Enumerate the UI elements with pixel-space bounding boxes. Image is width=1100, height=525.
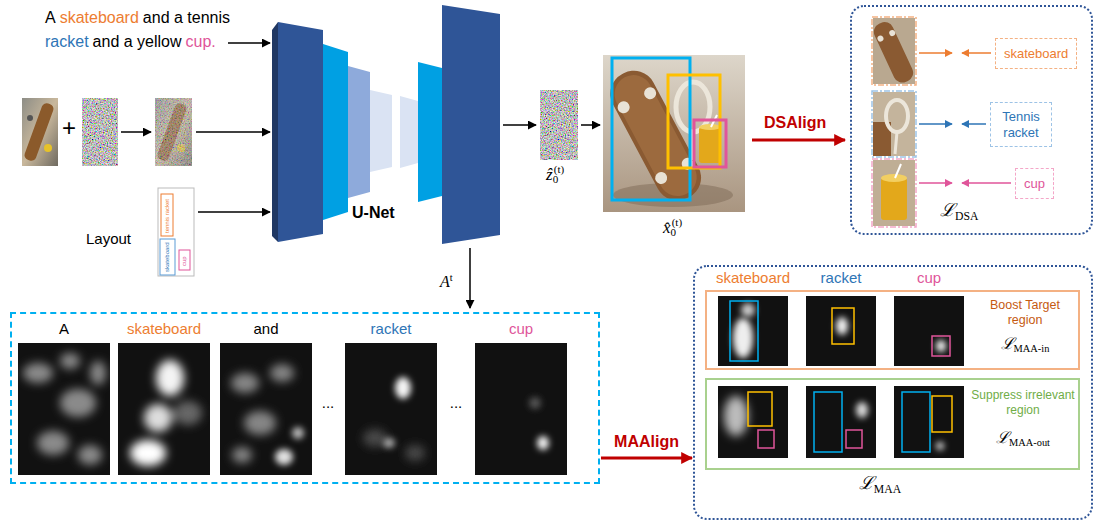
- prompt-word: and a yellow: [93, 33, 182, 50]
- box-text: skateboard: [1004, 46, 1068, 62]
- math-symbol: A: [440, 273, 450, 290]
- loss-symbol: ℒ: [859, 473, 874, 493]
- math-symbol: t: [450, 272, 453, 283]
- dsa-panel: ℒDSA skateboardTennis racket cup: [850, 5, 1093, 235]
- loss-symbol: MAA: [874, 483, 901, 496]
- layout-box-label-group: skateboard: [164, 242, 171, 272]
- loss-symbol-group: ℒMAA: [859, 473, 901, 497]
- align-arrow: [601, 457, 692, 460]
- column-header: cup: [917, 269, 941, 286]
- box-text: Tennis racket: [999, 109, 1043, 141]
- ellipsis: ...: [450, 394, 463, 411]
- token-label-group: A: [59, 320, 69, 338]
- loss-symbol: ℒ: [940, 200, 955, 220]
- box-caption: Boost Target region: [990, 298, 1060, 327]
- token-label: A: [59, 320, 69, 337]
- token-label: cup: [509, 320, 533, 337]
- prompt-word: skateboard: [60, 9, 139, 26]
- loss-symbol: MAA-out: [1009, 437, 1050, 448]
- network-label: U-Net: [352, 204, 395, 221]
- suppress-box: Suppress irrelevant regionℒMAA-out: [705, 378, 1080, 470]
- layout-label: Layout: [86, 230, 131, 247]
- math-symbol: (t): [554, 163, 564, 175]
- column-header-group: skateboard: [716, 269, 790, 287]
- step-label: DSAlign: [764, 114, 826, 131]
- box-caption: Suppress irrelevant region: [971, 388, 1074, 417]
- math-symbol-group: ẑ0(t): [546, 163, 564, 186]
- prompt-word: racket: [45, 33, 89, 50]
- network-label-group: U-Net: [352, 203, 395, 222]
- attention-strip: Askateboard and... racket... cup: [10, 312, 600, 484]
- ellipsis-group: ...: [322, 394, 335, 412]
- math-symbol: (t): [672, 216, 682, 228]
- step-label-group: DSAlign: [764, 113, 826, 132]
- token-label-group: skateboard: [127, 320, 201, 338]
- math-symbol-group: x̂0(t): [663, 216, 682, 239]
- prompt-word: cup.: [186, 33, 216, 50]
- token-label-group: and: [253, 320, 278, 338]
- maa-panel: skateboardracketcupℒMAABoost Target regi…: [693, 265, 1093, 520]
- token-label-group: racket: [371, 320, 412, 338]
- token-label: and: [253, 320, 278, 337]
- loss-symbol-group: ℒMAA-in: [1001, 334, 1050, 356]
- text-box: skateboard: [995, 38, 1077, 69]
- edge-label-group: MAAlign: [612, 432, 681, 451]
- math-symbol: x̂: [663, 218, 671, 237]
- loss-symbol-group: ℒDSA: [940, 200, 978, 224]
- loss-symbol: ℒ: [1001, 335, 1014, 352]
- loss-symbol: DSA: [955, 210, 978, 223]
- layout-box-label: cup: [181, 256, 187, 266]
- prompt-word-group: Askateboardand a tennis: [45, 8, 230, 27]
- layout-box-label: tennis racket: [164, 199, 170, 233]
- prompt-word: A: [45, 9, 56, 26]
- token-label: skateboard: [127, 320, 201, 337]
- column-header: racket: [821, 269, 862, 286]
- math-symbol-group: At: [440, 272, 453, 291]
- edge-label: MAAlign: [614, 433, 679, 450]
- math-symbol: ẑ: [546, 165, 553, 184]
- loss-symbol: ℒ: [996, 429, 1009, 446]
- layout-box-label: skateboard: [164, 242, 170, 272]
- text-box: cup: [1015, 168, 1054, 199]
- token-label: racket: [371, 320, 412, 337]
- plus-sign: +: [62, 114, 76, 141]
- box-caption-group: Suppress irrelevant region: [969, 388, 1077, 418]
- prompt-word: and a tennis: [143, 9, 230, 26]
- layout-label-group: Layout: [86, 230, 131, 248]
- column-header-group: racket: [821, 269, 862, 287]
- layout-box-label-group: cup: [181, 256, 188, 266]
- prompt-word-group: racketand a yellowcup.: [45, 32, 216, 51]
- plus-sign-group: +: [62, 114, 76, 143]
- box-text: cup: [1024, 176, 1045, 192]
- layout-box-label-group: tennis racket: [164, 199, 171, 233]
- ellipsis: ...: [322, 394, 335, 411]
- column-header-group: cup: [917, 269, 941, 287]
- text-box: Tennis racket: [990, 102, 1052, 147]
- loss-symbol-group: ℒMAA-out: [996, 428, 1050, 450]
- box-caption-group: Boost Target region: [975, 298, 1075, 328]
- loss-symbol: MAA-in: [1014, 343, 1050, 354]
- ellipsis-group: ...: [450, 394, 463, 412]
- column-header: skateboard: [716, 269, 790, 286]
- token-label-group: cup: [509, 320, 533, 338]
- boost-box: Boost Target regionℒMAA-in: [705, 290, 1080, 370]
